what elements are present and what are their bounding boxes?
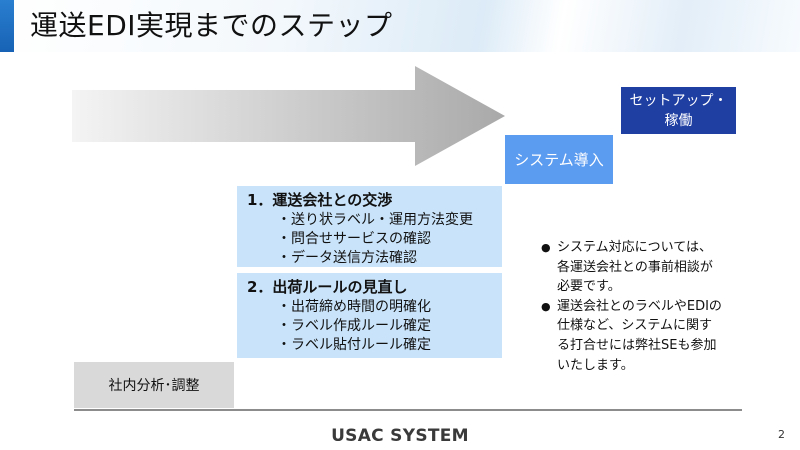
brand-logo: USAC SYSTEM — [331, 426, 469, 446]
internal-analysis-label: 社内分析･調整 — [108, 378, 200, 394]
step-box-shipping-rules: 2．出荷ルールの見直し ・出荷締め時間の明確化 ・ラベル作成ルール確定 ・ラベル… — [237, 273, 502, 358]
note-line: る打合せには弊社SEも参加 — [557, 337, 717, 353]
slide-header: 運送EDI実現までのステップ — [0, 0, 800, 52]
note-line: 必要です。 — [557, 279, 621, 295]
slide-title: 運送EDI実現までのステップ — [30, 9, 393, 42]
bullet-icon: ● — [541, 241, 551, 254]
note-line: 仕様など、システムに関す — [557, 318, 712, 334]
note-line: システム対応については、 — [557, 240, 712, 255]
step-box-carrier-negotiation: 1．運送会社との交渉 ・送り状ラベル・運用方法変更 ・問合せサービスの確認 ・デ… — [237, 186, 502, 267]
note-text: 運送会社とのラベルやEDIの 仕様など、システムに関す る打合せには弊社SEも参… — [557, 297, 722, 375]
notes-list: ● システム対応については、 各運送会社との事前相談が 必要です。 ● 運送会社… — [541, 238, 746, 375]
stair-go-live: セットアップ・ 稼働 — [621, 87, 736, 134]
note-line: 各運送会社との事前相談が — [557, 259, 713, 275]
note-line: 運送会社とのラベルやEDIの — [557, 298, 722, 314]
stair-go-live-line-2: 稼働 — [664, 112, 693, 129]
step-heading: 1．運送会社との交渉 — [247, 191, 393, 209]
step-item: ・ラベル貼付ルール確定 — [277, 337, 431, 353]
note-item: ● システム対応については、 各運送会社との事前相談が 必要です。 — [541, 238, 746, 297]
note-item: ● 運送会社とのラベルやEDIの 仕様など、システムに関す る打合せには弊社SE… — [541, 297, 746, 375]
note-text: システム対応については、 各運送会社との事前相談が 必要です。 — [557, 238, 713, 297]
step-item: ・出荷締め時間の明確化 — [277, 299, 431, 315]
step-heading: 2．出荷ルールの見直し — [247, 278, 408, 296]
bullet-icon: ● — [541, 299, 551, 313]
page-number: 2 — [778, 428, 785, 441]
timeline-baseline — [74, 409, 742, 411]
internal-analysis-box: 社内分析･調整 — [74, 362, 234, 408]
step-item: ・送り状ラベル・運用方法変更 — [277, 212, 473, 228]
step-item: ・ラベル作成ルール確定 — [277, 318, 431, 334]
stair-go-live-line-1: セットアップ・ — [629, 92, 728, 109]
step-item: ・問合せサービスの確認 — [277, 231, 431, 247]
progress-arrow-icon — [72, 66, 505, 166]
step-item: ・データ送信方法確認 — [277, 250, 417, 266]
stair-system-intro-label: システム導入 — [514, 151, 604, 169]
note-line: いたします。 — [557, 357, 634, 373]
header-accent-bar — [0, 0, 14, 52]
stair-system-intro: システム導入 — [505, 135, 613, 184]
